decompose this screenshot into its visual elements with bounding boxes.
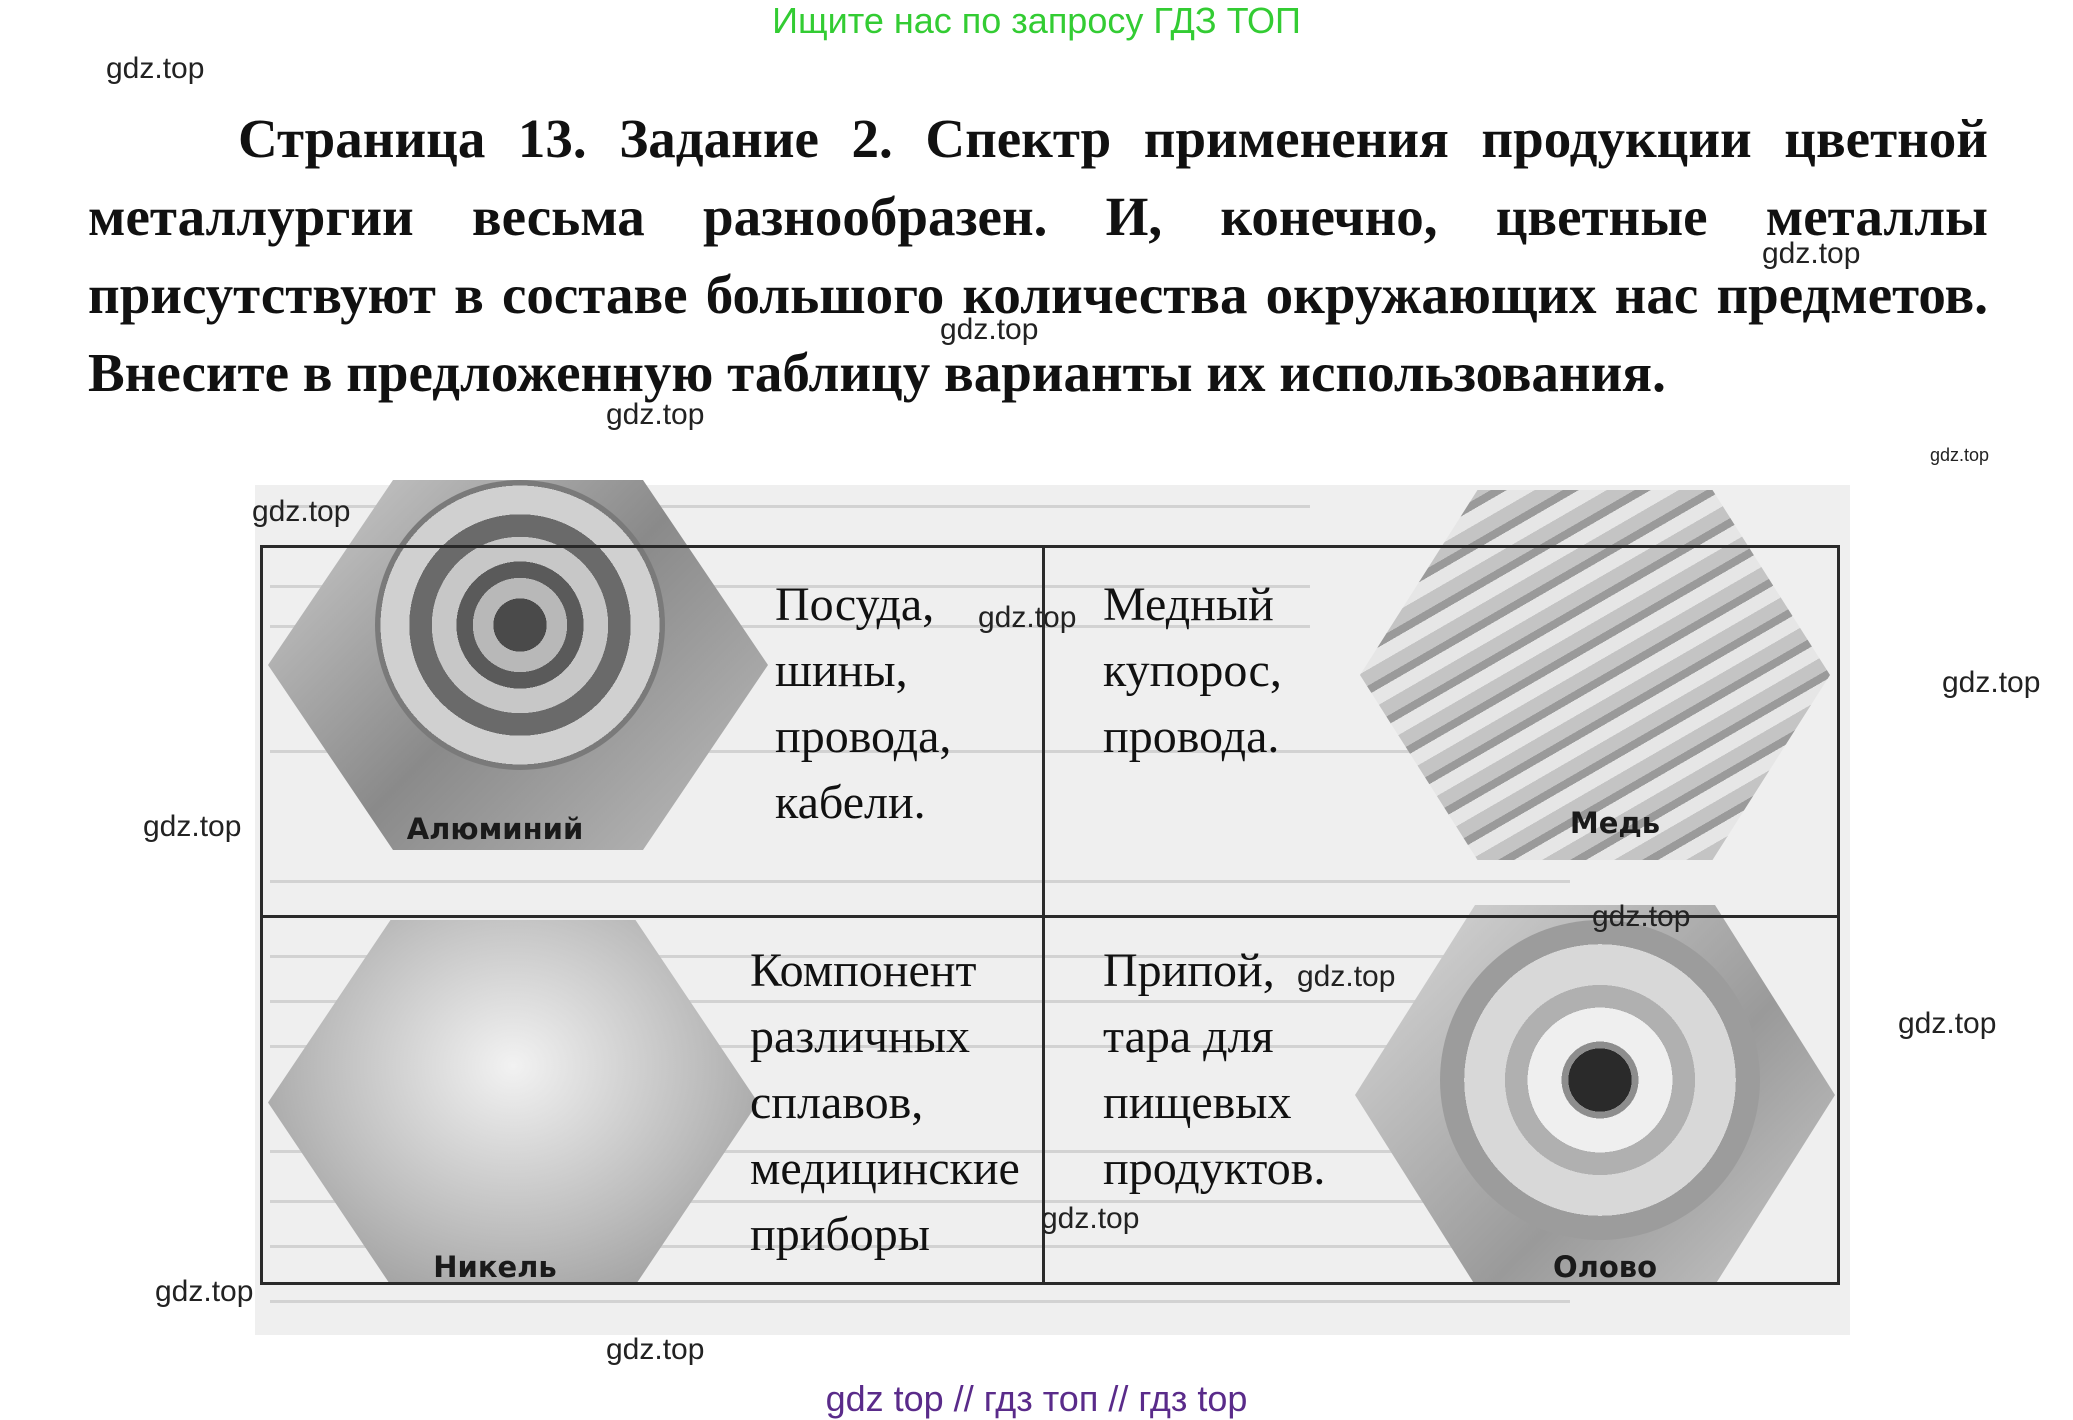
nickel-use-line: приборы xyxy=(750,1208,931,1261)
aluminum-use-line: провода, xyxy=(775,710,952,763)
nickel-use-line: различных xyxy=(750,1010,970,1063)
watermark: gdz.top xyxy=(606,1333,705,1366)
background-text-line xyxy=(270,1200,1570,1203)
watermark: gdz.top xyxy=(940,313,1039,346)
watermark: gdz.top xyxy=(252,495,351,528)
copper-use-line: провода. xyxy=(1103,710,1280,763)
watermark: gdz.top xyxy=(978,601,1077,634)
background-text-line xyxy=(270,1150,1570,1153)
aluminum-uses: Посуда, шины, провода, кабели. xyxy=(775,572,951,836)
background-text-line xyxy=(270,505,1310,508)
watermark: gdz.top xyxy=(1930,445,1990,465)
tin-use-line: тара для xyxy=(1103,1010,1274,1063)
watermark: gdz.top xyxy=(1898,1007,1997,1040)
nickel-uses: Компонент различных сплавов, медицинские… xyxy=(750,938,1020,1268)
background-text-line xyxy=(270,1245,1570,1248)
search-banner: Ищите нас по запросу ГДЗ ТОП xyxy=(772,0,1301,41)
tin-use-line: пищевых xyxy=(1103,1076,1292,1129)
watermark: gdz.top xyxy=(1942,666,2041,699)
copper-label: Медь xyxy=(1569,806,1661,840)
watermark: gdz.top xyxy=(606,398,705,431)
tin-coil-rings xyxy=(1440,920,1760,1240)
watermark: gdz.top xyxy=(106,52,205,85)
tin-uses: Припой, тара для пищевых продуктов. xyxy=(1103,938,1325,1202)
watermark: gdz.top xyxy=(143,810,242,843)
copper-use-line: Медный xyxy=(1103,578,1274,631)
background-text-line xyxy=(270,1045,1570,1048)
watermark: gdz.top xyxy=(1762,237,1861,270)
aluminum-use-line: Посуда, xyxy=(775,578,935,631)
copper-hexagon-image xyxy=(1360,490,1830,860)
background-text-line xyxy=(270,1000,1570,1003)
tin-label: Олово xyxy=(1552,1250,1658,1284)
tin-use-line: продуктов. xyxy=(1103,1142,1326,1195)
background-text-line xyxy=(270,880,1570,883)
aluminum-pipe-rings xyxy=(375,480,665,770)
nickel-use-line: медицинские xyxy=(750,1142,1020,1195)
background-text-line xyxy=(270,955,1570,958)
background-text-line xyxy=(270,625,1310,628)
copper-use-line: купорос, xyxy=(1103,644,1282,697)
watermark: gdz.top xyxy=(1592,900,1691,933)
watermark: gdz.top xyxy=(1297,960,1396,993)
aluminum-label: Алюминий xyxy=(406,812,584,846)
task-text: Страница 13. Задание 2. Спектр применени… xyxy=(88,108,1988,403)
watermark: gdz.top xyxy=(155,1275,254,1308)
nickel-use-line: Компонент xyxy=(750,944,977,997)
tin-use-line: Припой, xyxy=(1103,944,1275,997)
background-text-line xyxy=(270,1300,1570,1303)
nickel-use-line: сплавов, xyxy=(750,1076,924,1129)
aluminum-use-line: шины, xyxy=(775,644,908,697)
aluminum-use-line: кабели. xyxy=(775,776,926,829)
footer-links: gdz top // гдз топ // гдз top xyxy=(825,1378,1248,1419)
watermark: gdz.top xyxy=(1041,1202,1140,1235)
background-text-line xyxy=(270,585,1310,588)
table-divider-horizontal xyxy=(260,915,1840,918)
nickel-label: Никель xyxy=(433,1250,557,1284)
background-text-line xyxy=(270,750,1570,753)
copper-uses: Медный купорос, провода. xyxy=(1103,572,1282,770)
